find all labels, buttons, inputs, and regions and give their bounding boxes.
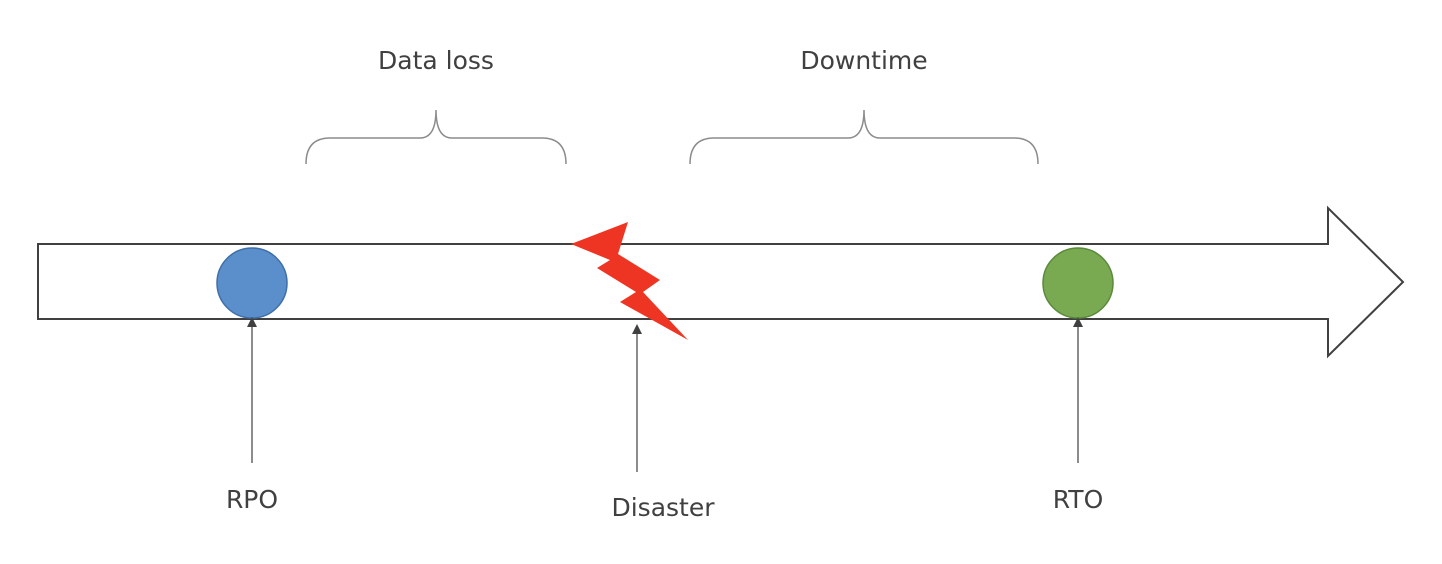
downtime-label: Downtime <box>800 46 928 75</box>
rpo-point <box>216 247 288 319</box>
rto-label: RTO <box>1052 485 1104 514</box>
data-loss-bracket <box>305 109 567 165</box>
data-loss-label: Data loss <box>378 46 494 75</box>
lightning-bolt-icon <box>571 222 688 340</box>
disaster-label: Disaster <box>611 493 715 522</box>
rto-point <box>1042 247 1114 319</box>
rpo-label: RPO <box>225 485 279 514</box>
downtime-bracket <box>689 109 1039 165</box>
